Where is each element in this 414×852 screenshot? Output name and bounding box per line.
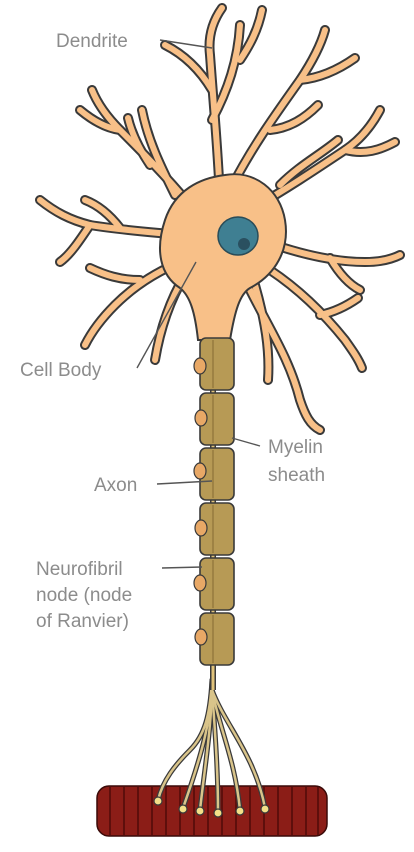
label-node-line3: of Ranvier) — [36, 611, 129, 632]
dendrites — [35, 3, 405, 435]
label-cell-body: Cell Body — [20, 360, 102, 381]
label-axon: Axon — [94, 475, 137, 496]
nodes-of-ranvier — [193, 357, 208, 646]
label-dendrite: Dendrite — [56, 31, 128, 52]
label-myelin-line1: Myelin — [268, 437, 323, 458]
label-node-line1: Neurofibril — [36, 559, 123, 580]
synaptic-boutons — [153, 796, 270, 818]
myelin-sheath — [199, 337, 235, 666]
nucleolus — [238, 238, 250, 250]
label-myelin-line2: sheath — [268, 465, 325, 486]
muscle-fiber — [96, 785, 328, 837]
nucleus — [217, 216, 259, 256]
leader-lines — [136, 39, 261, 569]
label-node-line2: node (node — [36, 585, 132, 606]
